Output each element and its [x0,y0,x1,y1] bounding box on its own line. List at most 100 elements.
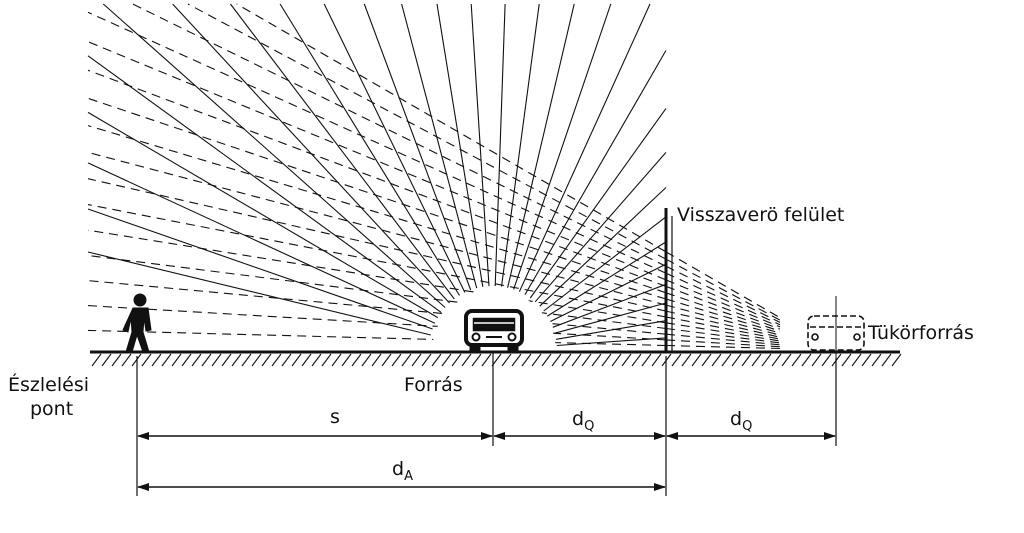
hatch-mark [691,353,702,367]
reflected-ray [87,178,667,312]
direct-ray [279,3,460,296]
hatch-mark [341,353,352,367]
reflected-ray [87,329,667,347]
hatch-mark [251,353,262,367]
hatch-mark [601,353,612,367]
hatch-mark [231,353,242,367]
direct-sound-rays [87,3,667,347]
reflected-ray-virtual [665,285,781,330]
hatch-mark [771,353,782,367]
hatch-mark [421,353,432,367]
direct-ray [102,3,446,308]
hatch-mark [641,353,652,367]
hatch-mark [151,353,162,367]
hatch-mark [811,353,822,367]
reflected-ray [87,97,667,294]
direct-ray [539,187,667,307]
hatch-mark [751,353,762,367]
hatch-mark [431,353,442,367]
hatch-mark [221,353,232,367]
ground-hatching [91,353,902,367]
hatch-mark [481,353,492,367]
reflected-ray-virtual [665,298,781,334]
reflected-ray [132,3,667,267]
reflected-ray-virtual [665,304,781,336]
pedestrian-icon [122,293,152,353]
direct-ray [524,50,667,295]
direct-ray [401,3,478,289]
hatch-mark [541,353,552,367]
hatch-mark [391,353,402,367]
hatch-mark [621,353,632,367]
hatch-mark [281,353,292,367]
hatch-mark [451,353,462,367]
reflected-ray-virtual [665,258,781,321]
hatch-mark [261,353,272,367]
hatch-mark [651,353,662,367]
hatch-mark [791,353,802,367]
reflected-sound-rays [87,3,781,350]
hatch-mark [711,353,722,367]
hatch-mark [761,353,772,367]
hatch-mark [551,353,562,367]
hatch-mark [881,353,892,367]
hatch-mark [471,353,482,367]
hatch-mark [361,353,372,367]
hatch-mark [381,353,392,367]
hatch-mark [331,353,342,367]
hatch-mark [891,353,902,367]
reflected-ray-virtual [665,279,781,328]
hatch-mark [561,353,572,367]
hatch-mark [201,353,212,367]
hatch-mark [591,353,602,367]
direct-ray [513,3,612,290]
direct-ray [229,3,455,300]
dimension-dq1-label: dQ [572,408,594,434]
direct-ray [518,3,651,292]
reflected-ray [87,229,667,324]
hatch-mark [241,353,252,367]
dimension-dq2-label: dQ [730,408,752,434]
dq1-letter: d [572,408,585,430]
reflected-ray-virtual [665,344,781,350]
mirror-source-label: Tükörforrás [868,322,974,344]
direct-ray [529,108,667,299]
reflected-ray-virtual [665,339,781,348]
direct-ray [87,251,431,336]
hatch-mark [271,353,282,367]
hatch-mark [311,353,322,367]
reflected-ray-virtual [665,265,781,323]
reflected-ray-virtual [665,322,781,342]
hatch-mark [721,353,732,367]
reflected-ray-virtual [665,333,781,346]
da-subscript: A [404,469,413,484]
observation-point-label-line1: Észlelési [8,374,89,396]
hatch-mark [671,353,682,367]
reflected-ray [187,3,667,260]
hatch-mark [401,353,412,367]
reflected-ray-virtual [665,327,781,344]
direct-ray [554,302,667,334]
hatch-mark [211,353,222,367]
direct-ray [547,241,667,317]
hatch-mark [851,353,862,367]
reflecting-surface-label: Visszaverö felület [677,204,845,226]
hatch-mark [351,353,362,367]
hatch-mark [611,353,622,367]
hatch-mark [581,353,592,367]
hatch-mark [91,353,102,367]
direct-ray [507,3,575,288]
hatch-mark [521,353,532,367]
hatch-mark [501,353,512,367]
hatch-mark [191,353,202,367]
dq2-letter: d [730,408,743,430]
reflected-ray [87,254,667,330]
direct-ray [550,263,667,322]
direct-ray [363,3,472,291]
reflected-ray-virtual [665,316,781,340]
source-label: Forrás [404,374,463,396]
direct-ray [87,55,442,313]
dimension-s-label: s [330,406,340,428]
reflected-ray [87,204,667,318]
hatch-mark [681,353,692,367]
